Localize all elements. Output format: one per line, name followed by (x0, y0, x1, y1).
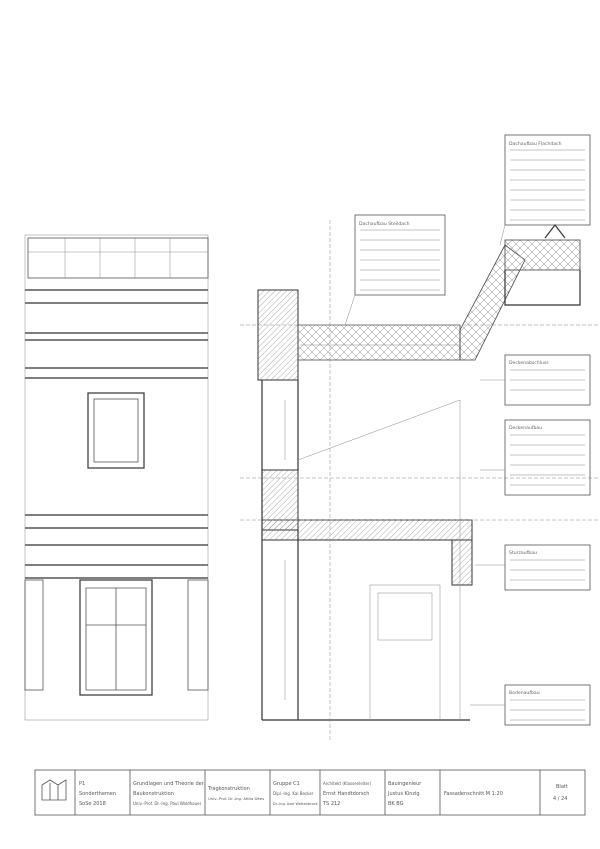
label-floor: Bodenaufbau (509, 690, 540, 696)
tb-c5-1: Ernst Handtdorsch (323, 791, 369, 797)
tb-c1-0: P1 (79, 781, 85, 787)
label-roof-pitched: Dachaufbau Steildach (359, 221, 410, 227)
label-boxes (344, 134, 591, 726)
tb-c3-1: Univ.-Prof. Dr.-Ing. Attila Dées (208, 796, 264, 801)
label-roof-flat: Dachaufbau Flachdach (509, 141, 562, 147)
tb-c4-2: Dr.-Ing. Axel Wettenbrock (273, 802, 319, 806)
label-eaves: Deckenabschluss (509, 360, 549, 366)
tb-sheet-label: Blatt (556, 784, 568, 790)
tb-c5-0: Architekt (Klassenleiter) (323, 781, 372, 786)
tb-c1-2: SoSe 2018 (79, 801, 106, 807)
tb-c7: Fassadenschnitt M 1:20 (444, 791, 503, 797)
tb-c4-0: Gruppe C1 (273, 781, 300, 787)
title-block (34, 769, 586, 816)
facade-section (240, 220, 600, 740)
tb-c1-1: Sonderthemen (79, 791, 116, 797)
label-ceiling: Deckenaufbau (509, 425, 542, 431)
tb-c4-1: Dipl.-Ing. Kai Becker (273, 791, 314, 796)
tb-c2-2: Univ.-Prof. Dr.-Ing. Paul Waldhauer (133, 801, 202, 806)
tb-c2-1: Baukonstruktion (133, 791, 174, 797)
tb-c6-1: Justus Kinzig (387, 791, 420, 797)
tb-c2-0: Grundlagen und Theorie der (133, 781, 205, 787)
tb-c6-2: BK BG (388, 801, 404, 807)
tb-sheet-number: 4 / 24 (553, 796, 567, 802)
tb-c6-0: Bauingenieur (388, 781, 422, 787)
tb-c3-0: Tragkonstruktion (207, 786, 250, 792)
label-lintel: Sturzaufbau (509, 550, 537, 556)
tb-c5-2: TS 212 (322, 801, 340, 807)
facade-elevation (24, 234, 209, 721)
